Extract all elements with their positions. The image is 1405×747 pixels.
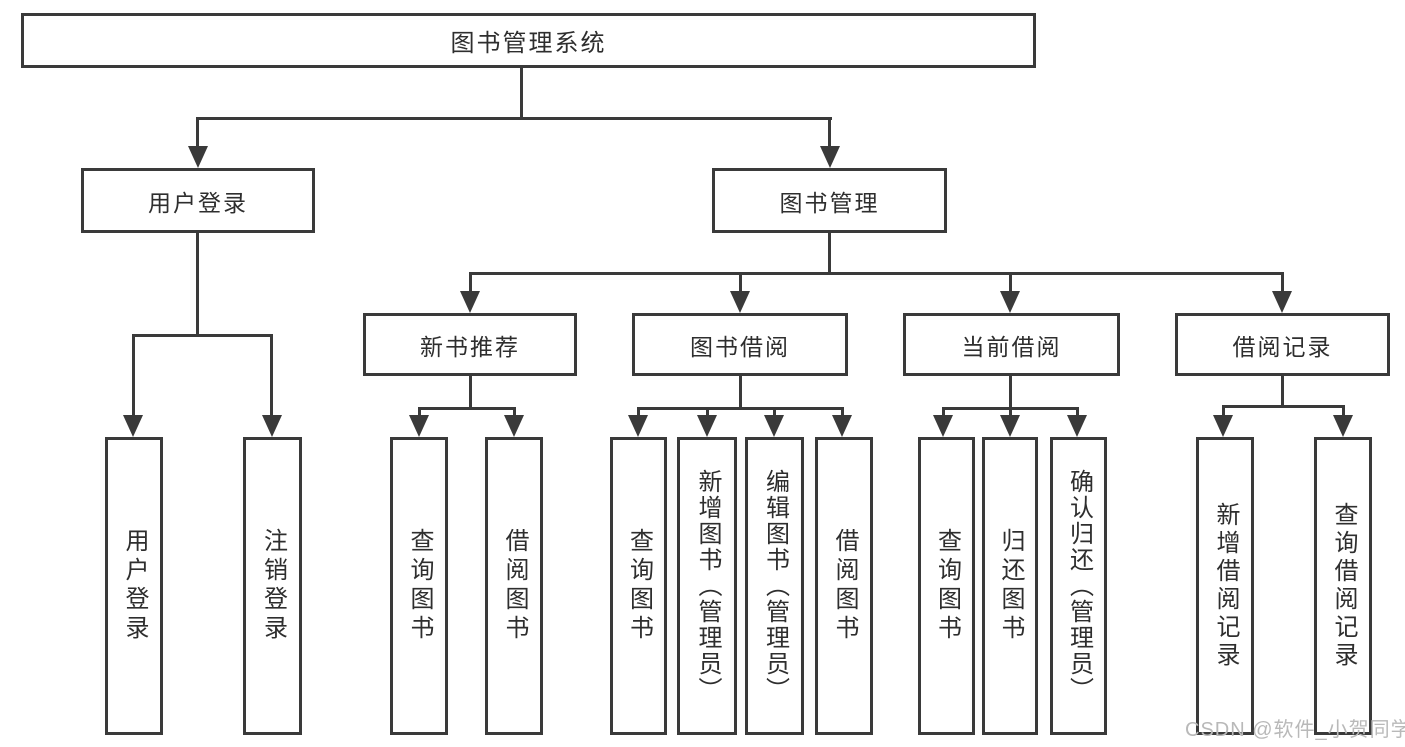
connector-line xyxy=(706,407,709,418)
connector-line xyxy=(418,407,516,410)
connector-line xyxy=(637,407,844,410)
connector-line xyxy=(1009,376,1012,409)
connector-line xyxy=(773,407,776,418)
arrow-down-icon xyxy=(1000,415,1020,437)
node-label: 新增图书（管理员） xyxy=(694,469,721,703)
node-borrow-records: 借阅记录 xyxy=(1175,313,1390,376)
node-label: 新增借阅记录 xyxy=(1212,502,1239,670)
connector-line xyxy=(469,376,472,409)
connector-line xyxy=(196,232,199,337)
connector-line xyxy=(1281,272,1284,293)
arrow-down-icon xyxy=(832,415,852,437)
arrow-down-icon xyxy=(1000,291,1020,313)
node-label: 查询借阅记录 xyxy=(1330,502,1357,670)
leaf-logout: 注销登录 xyxy=(243,437,302,735)
connector-line xyxy=(828,233,831,274)
node-label: 确认归还（管理员） xyxy=(1065,469,1093,703)
node-label: 编辑图书（管理员） xyxy=(761,469,789,703)
connector-line xyxy=(841,407,844,418)
connector-line xyxy=(513,407,516,418)
node-label: 查询图书 xyxy=(625,528,653,644)
node-label: 查询图书 xyxy=(406,528,433,644)
node-user-login: 用户登录 xyxy=(81,168,315,233)
connector-line xyxy=(1342,405,1345,418)
arrow-down-icon xyxy=(1272,291,1292,313)
connector-line xyxy=(1076,407,1079,418)
csdn-watermark: CSDN @软件_小贺同学 xyxy=(1185,719,1405,741)
leaf-newbook-query-books: 查询图书 xyxy=(390,437,448,735)
node-book-borrow: 图书借阅 xyxy=(632,313,848,376)
node-label: 借阅图书 xyxy=(501,528,528,644)
leaf-records-query-record: 查询借阅记录 xyxy=(1314,437,1372,735)
node-label: 归还图书 xyxy=(997,528,1024,644)
connector-line xyxy=(469,272,1284,275)
connector-line xyxy=(418,407,421,418)
leaf-borrow-query-books: 查询图书 xyxy=(610,437,667,735)
node-root: 图书管理系统 xyxy=(21,13,1036,68)
node-label: 图书借阅 xyxy=(690,333,790,360)
arrow-down-icon xyxy=(933,415,953,437)
connector-line xyxy=(739,376,742,409)
arrow-down-icon xyxy=(730,291,750,313)
leaf-borrow-borrow-books: 借阅图书 xyxy=(815,437,873,735)
node-new-book-recommend: 新书推荐 xyxy=(363,313,577,376)
node-label: 新书推荐 xyxy=(420,333,520,360)
connector-line xyxy=(1222,405,1345,408)
node-label: 用户登录 xyxy=(148,189,248,216)
connector-line xyxy=(1009,407,1012,418)
connector-line xyxy=(270,334,273,418)
arrow-down-icon xyxy=(1067,415,1087,437)
arrow-down-icon xyxy=(1333,415,1353,437)
arrow-down-icon xyxy=(188,146,208,168)
connector-line xyxy=(637,407,640,418)
arrow-down-icon xyxy=(262,415,282,437)
connector-line xyxy=(1222,405,1225,418)
leaf-user-login: 用户登录 xyxy=(105,437,163,735)
connector-line xyxy=(132,334,135,418)
node-label: 当前借阅 xyxy=(961,333,1062,360)
arrow-down-icon xyxy=(764,415,784,437)
leaf-current-return-books: 归还图书 xyxy=(982,437,1038,735)
node-label: 注销登录 xyxy=(259,528,287,644)
arrow-down-icon xyxy=(1213,415,1233,437)
node-label: 查询图书 xyxy=(933,528,961,644)
node-book-management: 图书管理 xyxy=(712,168,947,233)
arrow-down-icon xyxy=(820,146,840,168)
leaf-records-add-record: 新增借阅记录 xyxy=(1196,437,1254,735)
connector-line xyxy=(132,334,273,337)
leaf-current-query-books: 查询图书 xyxy=(918,437,975,735)
leaf-current-confirm-return-admin: 确认归还（管理员） xyxy=(1050,437,1107,735)
node-label: 借阅图书 xyxy=(831,528,858,644)
connector-line xyxy=(197,117,832,120)
node-current-borrow: 当前借阅 xyxy=(903,313,1120,376)
arrow-down-icon xyxy=(123,415,143,437)
arrow-down-icon xyxy=(697,415,717,437)
connector-line xyxy=(942,407,945,418)
node-label: 图书管理 xyxy=(779,189,880,216)
node-label: 用户登录 xyxy=(121,528,148,644)
node-label: 图书管理系统 xyxy=(450,30,607,57)
arrow-down-icon xyxy=(628,415,648,437)
connector-line xyxy=(469,272,472,293)
arrow-down-icon xyxy=(460,291,480,313)
connector-line xyxy=(739,272,742,293)
leaf-borrow-add-books-admin: 新增图书（管理员） xyxy=(677,437,737,735)
connector-line xyxy=(1281,376,1284,407)
arrow-down-icon xyxy=(504,415,524,437)
leaf-borrow-edit-books-admin: 编辑图书（管理员） xyxy=(745,437,804,735)
connector-line xyxy=(828,117,831,150)
arrow-down-icon xyxy=(409,415,429,437)
node-label: 借阅记录 xyxy=(1232,333,1333,360)
connector-line xyxy=(196,117,199,150)
connector-line xyxy=(1009,272,1012,293)
connector-line xyxy=(520,68,523,119)
leaf-newbook-borrow-books: 借阅图书 xyxy=(485,437,543,735)
